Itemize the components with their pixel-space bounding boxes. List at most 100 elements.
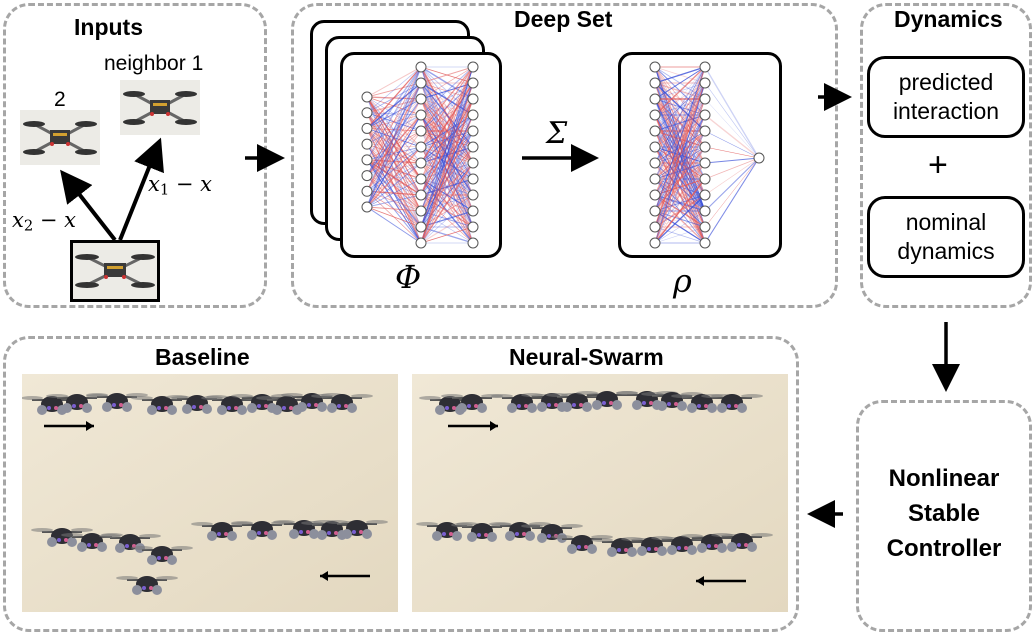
phi-edge [420,66,474,148]
phi-edge [366,206,422,212]
neighbor1-drone-photo [120,80,200,135]
rho-edge [654,66,706,196]
rho-edge [654,82,706,180]
phi-edge [366,66,422,176]
drone-silhouette [231,521,293,540]
phi-node [467,237,479,249]
phi-edge [366,206,422,228]
phi-edge [420,66,474,180]
rho-edge [704,157,760,212]
rho-node [699,61,711,73]
phi-node [467,205,479,217]
neighbor1-label: neighbor 1 [104,52,204,75]
rho-edge [704,98,760,159]
rho-node [699,205,711,217]
phi-edge [420,162,474,244]
neighbor2-label: 2 [54,88,66,111]
drone-silhouette [31,528,93,547]
phi-edge [366,66,422,161]
rho-edge [654,66,706,132]
rho-edge [654,194,706,244]
rho-node [699,141,711,153]
controller-line-controller: Controller [886,534,1002,562]
rho-node [649,189,661,201]
phi-node [467,93,479,105]
phi-edge [420,66,474,212]
phi-edge [420,226,474,244]
phi-node [467,61,479,73]
rho-edge [654,114,706,148]
drone-silhouette [131,546,193,565]
results-panel [3,336,799,632]
rho-symbol: ρ [673,262,692,300]
controller-line-nonlinear: Nonlinear [888,465,1000,492]
phi-edge [366,82,422,208]
phi-node [415,109,427,121]
direction-arrowhead [490,421,498,431]
rho-edge [704,157,760,164]
phi-edge [420,66,474,228]
rho-edge [654,66,706,180]
phi-node [361,122,373,134]
rho-node [649,237,661,249]
phi-node [361,170,373,182]
rho-network-card [618,52,782,258]
phi-edge [366,114,422,208]
phi-edge [366,98,422,161]
drone-silhouette [46,394,108,413]
rho-edge [654,66,706,116]
deepset-panel [291,3,838,308]
phi-edge [420,66,474,132]
nominal-dynamics-label: nominal dynamics [897,209,995,264]
rho-node [649,109,661,121]
rho-edge [654,66,706,212]
sum-symbol: Σ [546,116,568,151]
phi-node [415,157,427,169]
phi-symbol: Φ [395,258,422,296]
phi-edge [366,146,422,208]
neighbor2-drone-photo [20,110,100,165]
rho-edge [654,178,706,212]
rho-node [699,157,711,169]
inputs-title: Inputs [74,14,143,40]
rho-edge [704,146,760,159]
drone-silhouette [22,396,83,415]
rho-edge [654,66,706,84]
rho-node [649,157,661,169]
rho-edge [704,66,760,159]
phi-edge [420,130,474,244]
drone-silhouette [116,576,178,595]
phi-edge [366,130,422,208]
drone-silhouette [99,534,161,553]
vector-x2-minus-x: x2 − x [12,208,76,235]
controller-line-stable: Stable [907,499,981,527]
drone-silhouette [311,394,373,413]
rho-edge [654,66,706,228]
rho-node [699,221,711,233]
phi-edge [366,82,422,129]
rho-edge [654,66,706,148]
rho-edge [654,178,706,244]
rho-edge [654,66,706,244]
rho-node [649,205,661,217]
direction-arrowhead [320,571,328,581]
phi-edge [420,98,474,244]
vector-x1-minus-x: x1 − x [148,172,212,199]
neuralswarm-flight-photo [412,374,788,612]
rho-node [649,77,661,89]
phi-node [415,237,427,249]
phi-edge [366,66,422,129]
rho-edge [654,66,706,100]
phi-edge [366,98,422,208]
phi-edge [366,66,422,208]
rho-edge [704,82,760,159]
phi-edge [420,66,474,196]
rho-edge [654,82,706,212]
phi-node [361,107,373,119]
drone-silhouette [166,395,228,414]
phi-network-graph [361,61,479,249]
phi-node [415,77,427,89]
phi-edge [420,66,474,164]
phi-edge [366,114,422,192]
phi-edge [420,146,474,244]
